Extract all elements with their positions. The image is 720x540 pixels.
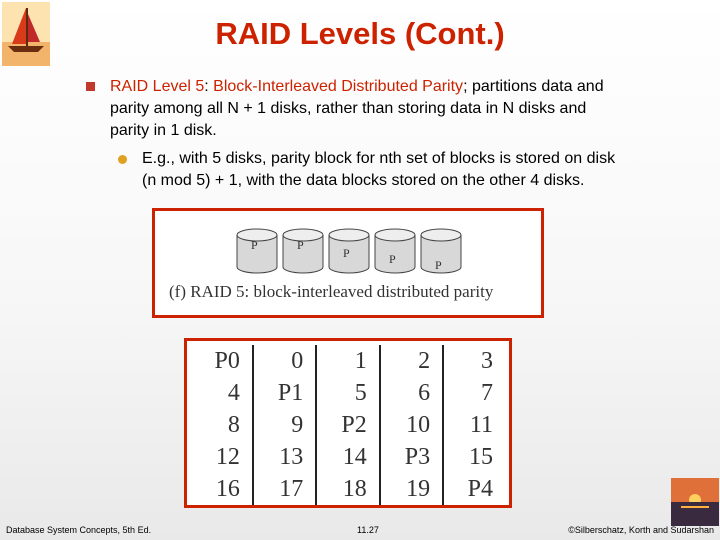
table-cell: 4 (191, 377, 254, 409)
table-cell: 8 (191, 409, 254, 441)
footer-left: Database System Concepts, 5th Ed. (6, 525, 152, 535)
round-bullet-icon (118, 155, 127, 164)
disk-icon: P (374, 228, 416, 274)
table-cell: 14 (316, 441, 381, 473)
sailboat-logo (2, 2, 50, 66)
table-cell: 7 (481, 380, 493, 406)
table-cell: 1 (316, 345, 381, 377)
term-colon: : (204, 78, 209, 95)
footer-right: ©Silberschatz, Korth and Sudarshan (568, 525, 714, 535)
sunset-logo (671, 478, 719, 526)
raid-level-term: RAID Level 5 (110, 78, 205, 95)
table-cell: 16 (191, 473, 254, 505)
slide-title: RAID Levels (Cont.) (215, 16, 505, 51)
raid5-figure: P P P P P (f) RAID 5: block-interleaved … (152, 208, 544, 318)
sub-bullet-line1: E.g., with 5 disks, parity block for nth… (142, 150, 616, 167)
table-cell: 3 (481, 348, 493, 374)
table-cell: 15 (469, 444, 493, 470)
bullet-line3: parity in 1 disk. (110, 122, 217, 139)
disk-parity-label: P (435, 258, 442, 272)
disk-parity-label: P (251, 238, 258, 252)
table-cell: P1 (252, 377, 318, 409)
raid-level-desc: Block-Interleaved Distributed Parity (213, 78, 464, 95)
table-cell: 10 (379, 409, 445, 441)
table-cell: 2 (379, 345, 445, 377)
table-cell: P3 (379, 441, 445, 473)
table-cell: 17 (252, 473, 318, 505)
table-cell: 0 (252, 345, 318, 377)
disk-parity-label: P (343, 246, 350, 260)
disk-icon: P (420, 228, 462, 274)
table-cell: 13 (252, 441, 318, 473)
square-bullet-icon (86, 82, 95, 91)
table-cell: P0 (191, 345, 254, 377)
disk-parity-label: P (297, 238, 304, 252)
table-cell: 6 (379, 377, 445, 409)
main-bullet: RAID Level 5: Block-Interleaved Distribu… (86, 76, 686, 142)
disk-parity-label: P (389, 252, 396, 266)
disk-array: P P P P P (236, 228, 462, 274)
disk-icon: P (236, 228, 278, 274)
bullet-line1-rest: ; partitions data and (463, 78, 604, 95)
table-cell: P2 (316, 409, 381, 441)
table-cell: 5 (316, 377, 381, 409)
table-cell: 11 (469, 412, 493, 438)
table-cell: 19 (379, 473, 445, 505)
table-cell: P4 (467, 476, 493, 502)
sub-bullet-line2: (n mod 5) + 1, with the data blocks stor… (142, 172, 585, 189)
figure-caption: (f) RAID 5: block-interleaved distribute… (169, 282, 494, 301)
disk-icon: P (328, 228, 370, 274)
disk-icon: P (282, 228, 324, 274)
footer-page-number: 11.27 (357, 525, 379, 535)
table-cell: 9 (252, 409, 318, 441)
table-cell: 18 (316, 473, 381, 505)
bullet-line2: parity among all N + 1 disks, rather tha… (110, 100, 587, 117)
table-cell: 12 (191, 441, 254, 473)
sub-bullet: E.g., with 5 disks, parity block for nth… (118, 148, 698, 192)
